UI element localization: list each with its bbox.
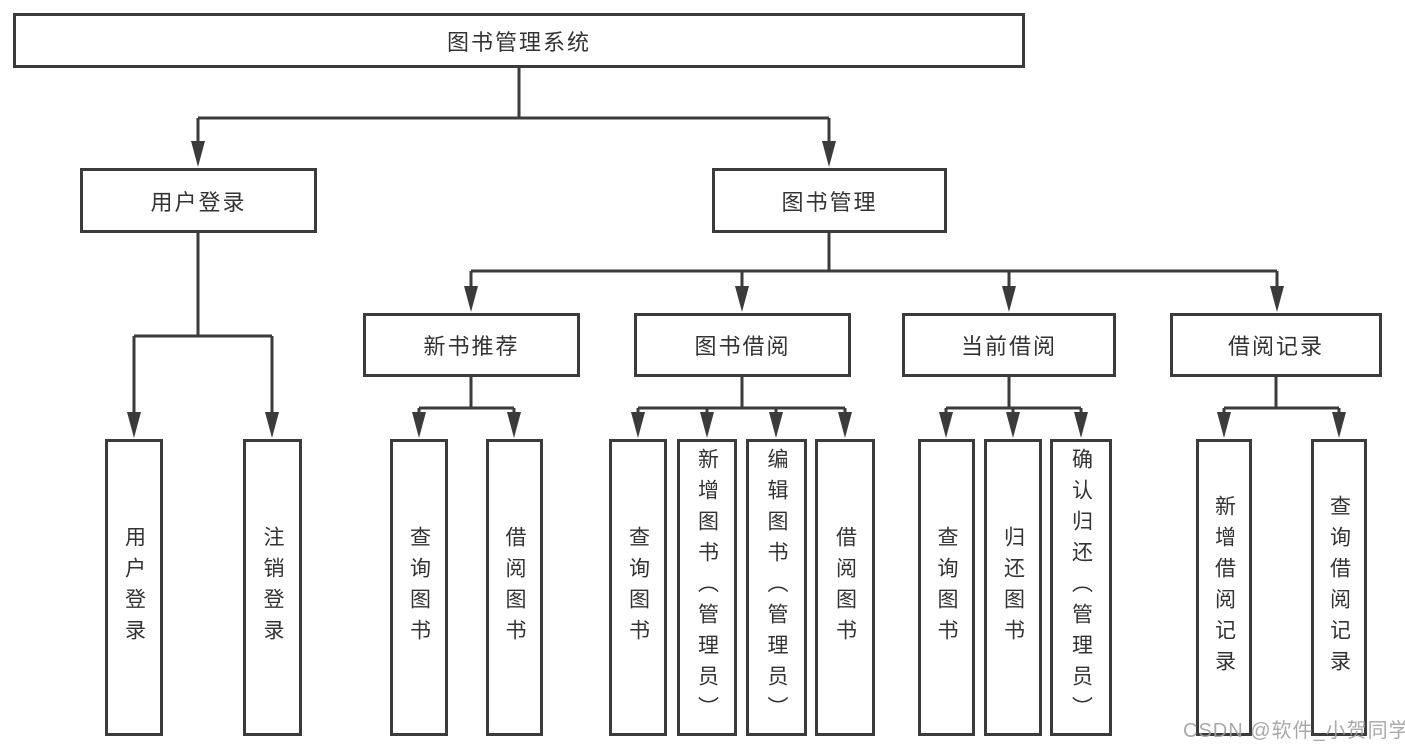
arrowhead-icon <box>1217 412 1231 438</box>
arrowhead-icon <box>507 412 521 438</box>
arrowhead-icon <box>822 141 836 167</box>
leaf-confirm-return-admin: 确认归还（管理员） <box>1050 439 1112 736</box>
leaf-borrow-books-borrowing: 借阅图书 <box>815 439 875 736</box>
arrowhead-icon <box>838 412 852 438</box>
leaf-query-books-current-label: 查询图书 <box>935 525 958 650</box>
arrowhead-icon <box>1006 412 1020 438</box>
leaf-logout-label: 注销登录 <box>261 525 284 650</box>
leaf-add-borrow-record: 新增借阅记录 <box>1196 439 1252 736</box>
leaf-confirm-return-admin-label: 确认归还（管理员） <box>1069 448 1093 727</box>
arrowhead-icon <box>769 412 783 438</box>
connector-userlogin-to-leaves <box>132 233 274 420</box>
leaf-borrow-books-recommend: 借阅图书 <box>486 439 543 736</box>
arrowhead-icon <box>1270 286 1284 312</box>
leaf-borrow-books-recommend-label: 借阅图书 <box>503 525 526 650</box>
arrowhead-icon <box>191 141 205 167</box>
connector-newbook-to-leaves <box>417 377 516 420</box>
node-book-borrowing: 图书借阅 <box>634 313 851 377</box>
leaf-query-books-recommend: 查询图书 <box>390 439 448 736</box>
leaf-user-login: 用户登录 <box>105 439 163 736</box>
leaf-query-borrow-record: 查询借阅记录 <box>1311 439 1367 736</box>
arrowhead-icon <box>265 412 279 438</box>
arrowhead-icon <box>1332 412 1346 438</box>
node-current-borrowing: 当前借阅 <box>902 313 1116 377</box>
leaf-query-borrow-record-label: 查询借阅记录 <box>1327 494 1351 681</box>
leaf-add-book-admin: 新增图书（管理员） <box>677 439 737 736</box>
arrowhead-icon <box>700 412 714 438</box>
leaf-return-book: 归还图书 <box>984 439 1042 736</box>
node-system-root: 图书管理系统 <box>13 13 1025 68</box>
connector-root-to-level2 <box>196 68 831 150</box>
leaf-query-books-recommend-label: 查询图书 <box>407 525 431 650</box>
arrowhead-icon <box>412 412 426 438</box>
node-new-book-recommend-label: 新书推荐 <box>423 334 520 359</box>
watermark: CSDN @软件_小贺同学 <box>1183 720 1405 742</box>
leaf-add-book-admin-label: 新增图书（管理员） <box>695 448 719 727</box>
arrowhead-icon <box>464 286 478 312</box>
leaf-add-borrow-record-label: 新增借阅记录 <box>1212 494 1236 681</box>
arrowhead-icon <box>939 412 953 438</box>
node-user-login: 用户登录 <box>80 168 317 233</box>
node-borrowing-records: 借阅记录 <box>1170 313 1382 377</box>
node-book-management-label: 图书管理 <box>781 189 878 215</box>
arrowhead-icon <box>1074 412 1088 438</box>
node-borrowing-records-label: 借阅记录 <box>1227 334 1324 359</box>
leaf-user-login-label: 用户登录 <box>122 525 146 650</box>
arrowhead-icon <box>631 412 645 438</box>
node-book-management: 图书管理 <box>712 168 947 233</box>
connector-records-to-leaves <box>1222 377 1341 420</box>
leaf-query-books-borrowing-label: 查询图书 <box>626 525 650 650</box>
arrowhead-icon <box>127 412 141 438</box>
leaf-query-books-borrowing: 查询图书 <box>609 439 667 736</box>
connector-borrowing-to-leaves <box>636 377 847 420</box>
leaf-return-book-label: 归还图书 <box>1001 525 1025 650</box>
leaf-edit-book-admin-label: 编辑图书（管理员） <box>765 448 788 727</box>
leaf-edit-book-admin: 编辑图书（管理员） <box>746 439 807 736</box>
leaf-query-books-current: 查询图书 <box>918 439 975 736</box>
arrowhead-icon <box>735 286 749 312</box>
node-current-borrowing-label: 当前借阅 <box>960 334 1057 359</box>
node-new-book-recommend: 新书推荐 <box>363 313 580 377</box>
connector-bookmgmt-to-level3 <box>469 233 1279 295</box>
leaf-borrow-books-borrowing-label: 借阅图书 <box>833 525 857 650</box>
node-system-root-label: 图书管理系统 <box>446 29 591 55</box>
leaf-logout: 注销登录 <box>243 439 302 736</box>
arrowhead-icon <box>1002 286 1016 312</box>
node-user-login-label: 用户登录 <box>150 189 247 215</box>
node-book-borrowing-label: 图书借阅 <box>694 334 791 359</box>
